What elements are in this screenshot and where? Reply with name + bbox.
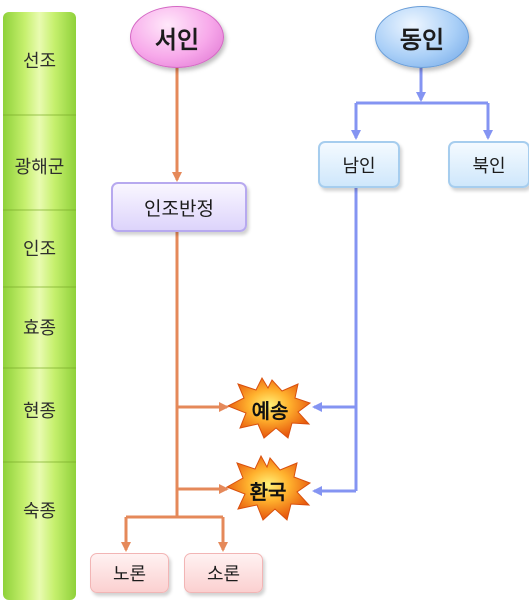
namin-node: 남인 (318, 141, 400, 188)
era-sukjong: 숙종 (22, 501, 57, 522)
era-divider (3, 367, 76, 369)
dongin-node: 동인 (375, 6, 469, 68)
era-divider (3, 461, 76, 463)
era-divider (3, 209, 76, 211)
yesong-burst-icon (226, 376, 312, 439)
yesong-label: 예송 (251, 399, 289, 423)
era-divider (3, 114, 76, 116)
era-hyojong: 효종 (22, 318, 57, 339)
injo-banjeong-node: 인조반정 (111, 182, 247, 232)
hwanguk-label: 환국 (249, 480, 287, 504)
bukin-node: 북인 (448, 141, 529, 188)
era-divider (3, 286, 76, 288)
era-hyeonjong: 현종 (22, 401, 57, 422)
hwanguk-burst-icon (225, 454, 312, 521)
era-injo: 인조 (22, 239, 57, 260)
era-seonjo: 선조 (22, 51, 57, 72)
noron-node: 노론 (90, 553, 169, 593)
soron-node: 소론 (184, 553, 263, 593)
seoin-node: 서인 (130, 6, 224, 68)
reign-timeline: 선조 광해군 인조 효종 현종 숙종 (3, 12, 76, 600)
era-gwanghaegun: 광해군 (14, 157, 65, 178)
